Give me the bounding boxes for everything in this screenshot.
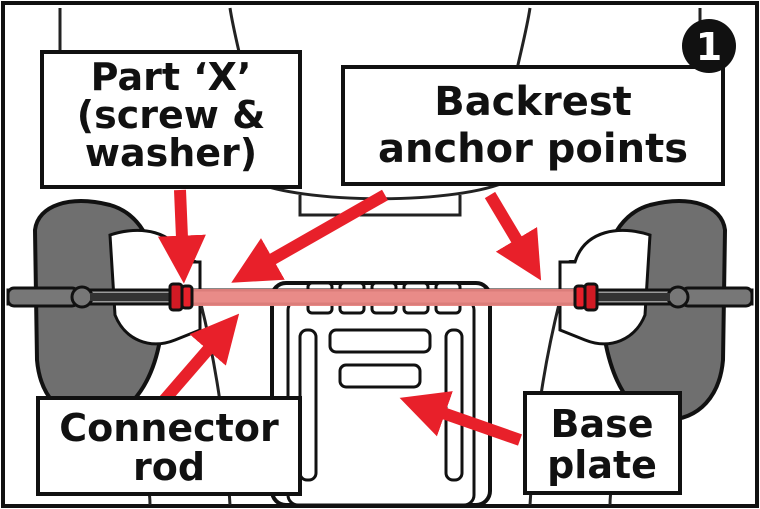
label-base-line1: Base	[551, 402, 654, 446]
base-plate	[270, 281, 492, 507]
step-badge: 1	[682, 19, 736, 73]
label-backrest-line1: Backrest	[434, 79, 632, 125]
rod-highlight	[190, 289, 575, 306]
label-backrest-anchor: Backrest anchor points	[341, 65, 725, 186]
label-backrest-line2: anchor points	[378, 126, 688, 172]
label-part-x-line1: Part ‘X’	[91, 55, 252, 99]
step-number: 1	[696, 25, 722, 69]
arrow-backrest-left	[231, 189, 388, 283]
screw-washer-right	[573, 282, 599, 312]
label-base-line2: plate	[547, 443, 657, 487]
label-part-x: Part ‘X’ (screw & washer)	[40, 50, 302, 189]
label-part-x-line3: washer)	[85, 131, 257, 175]
label-connector-line1: Connector	[59, 406, 279, 450]
label-connector-rod: Connector rod	[36, 396, 302, 496]
arrow-part-x	[157, 189, 206, 284]
arrows	[155, 189, 542, 446]
label-base-plate: Base plate	[523, 391, 682, 495]
arrow-connector-rod	[155, 313, 240, 409]
label-part-x-line2: (screw &	[77, 93, 266, 137]
screw-washer-left	[168, 282, 194, 312]
arrow-backrest-right	[484, 191, 542, 281]
label-connector-line2: rod	[133, 445, 205, 489]
cushion-right	[558, 228, 652, 346]
arrow-base-plate	[399, 391, 522, 446]
